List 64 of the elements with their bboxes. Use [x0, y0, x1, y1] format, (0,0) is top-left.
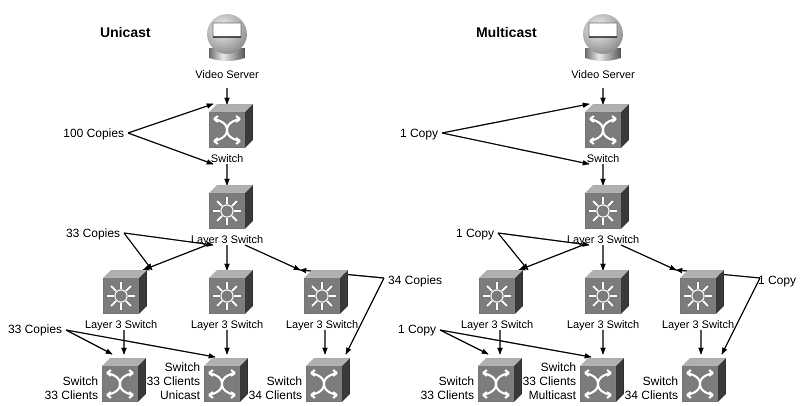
- panel-heading: Multicast: [476, 25, 537, 39]
- arrow: [123, 232, 153, 271]
- device-label: 33 Clients: [522, 374, 576, 388]
- device-label: Unicast: [160, 388, 200, 402]
- device-label: 34 Clients: [248, 388, 302, 402]
- arrow: [322, 330, 328, 355]
- arrow: [345, 278, 385, 355]
- arrow: [66, 329, 113, 355]
- device-label: Switch: [586, 152, 620, 166]
- device-label: Layer 3 Switch: [84, 318, 158, 332]
- arrow: [600, 88, 606, 105]
- arrow: [442, 132, 590, 166]
- device-label: Layer 3 Switch: [190, 318, 264, 332]
- arrow: [518, 244, 584, 271]
- callout-label: 1 Copy: [758, 274, 796, 286]
- callout-label: 100 Copies: [63, 127, 124, 139]
- arrow: [224, 164, 230, 186]
- callout-label: 1 Copy: [456, 227, 494, 239]
- arrow: [442, 102, 590, 134]
- device-label: 33 Clients: [420, 388, 474, 402]
- arrow: [224, 88, 230, 105]
- device-label: Switch: [540, 360, 576, 374]
- callout-label: 33 Copies: [8, 323, 62, 335]
- device-label: Multicast: [528, 388, 576, 402]
- arrow: [128, 103, 214, 134]
- arrow: [440, 329, 592, 359]
- callout-label: 33 Copies: [66, 227, 120, 239]
- device-label: Switch: [164, 360, 200, 374]
- callout-label: 1 Copy: [400, 127, 438, 139]
- device-label: Switch: [642, 374, 678, 388]
- device-label: Layer 3 Switch: [566, 318, 640, 332]
- arrow: [66, 329, 216, 359]
- device-label: Layer 3 Switch: [662, 318, 734, 332]
- arrow: [128, 132, 214, 165]
- device-label: Switch: [266, 374, 302, 388]
- arrow: [224, 330, 230, 355]
- arrow: [124, 232, 214, 247]
- device-label: 33 Clients: [146, 374, 200, 388]
- arrow: [497, 330, 503, 355]
- device-label: Switch: [210, 152, 244, 166]
- device-label: Switch: [62, 374, 98, 388]
- device-label: 34 Clients: [624, 388, 678, 402]
- arrow: [698, 330, 704, 355]
- device-label: Switch: [438, 374, 474, 388]
- callout-label: 34 Copies: [388, 274, 442, 286]
- device-label: Video Server: [195, 68, 259, 82]
- arrow: [721, 278, 761, 355]
- arrow: [440, 329, 489, 355]
- callout-label: 1 Copy: [398, 323, 436, 335]
- arrow: [121, 330, 127, 355]
- panel-heading: Unicast: [100, 25, 151, 39]
- device-label: Layer 3 Switch: [460, 318, 534, 332]
- arrow: [244, 244, 301, 271]
- arrow: [620, 244, 677, 271]
- arrow: [224, 245, 230, 271]
- device-label: Layer 3 Switch: [286, 318, 358, 332]
- arrow: [600, 245, 606, 271]
- device-label: Video Server: [571, 68, 635, 82]
- arrow: [600, 164, 606, 186]
- arrow: [498, 232, 528, 271]
- arrow: [498, 232, 590, 247]
- arrow: [600, 330, 606, 355]
- device-label: 33 Clients: [44, 388, 98, 402]
- arrow: [142, 244, 208, 271]
